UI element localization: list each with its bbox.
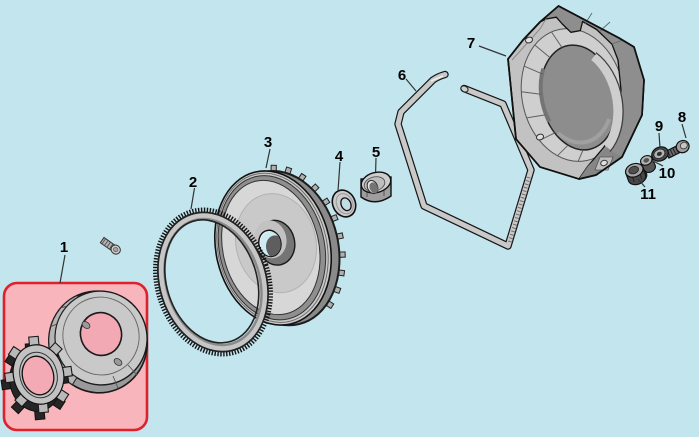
svg-text:6: 6	[398, 67, 406, 84]
svg-text:5: 5	[372, 144, 380, 161]
svg-text:3: 3	[264, 134, 272, 151]
svg-text:9: 9	[655, 118, 663, 135]
svg-text:1: 1	[60, 239, 68, 256]
svg-text:4: 4	[335, 148, 344, 165]
svg-text:2: 2	[189, 174, 197, 191]
svg-text:11: 11	[640, 186, 656, 203]
svg-text:10: 10	[659, 165, 676, 182]
svg-text:8: 8	[678, 109, 686, 126]
svg-text:7: 7	[467, 35, 475, 52]
